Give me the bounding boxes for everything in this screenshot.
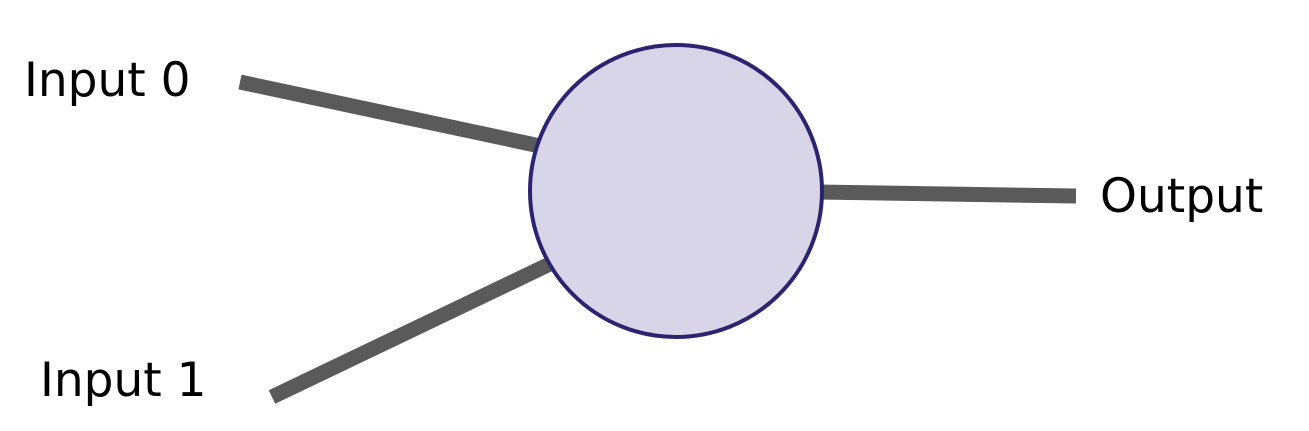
output-label: Output <box>1100 169 1263 224</box>
input-0-label: Input 0 <box>24 53 191 108</box>
connection-input-0 <box>238 74 542 154</box>
input-1-label: Input 1 <box>40 353 207 408</box>
connection-output <box>817 184 1077 204</box>
neuron-node <box>528 43 824 339</box>
connection-input-1 <box>268 255 558 404</box>
